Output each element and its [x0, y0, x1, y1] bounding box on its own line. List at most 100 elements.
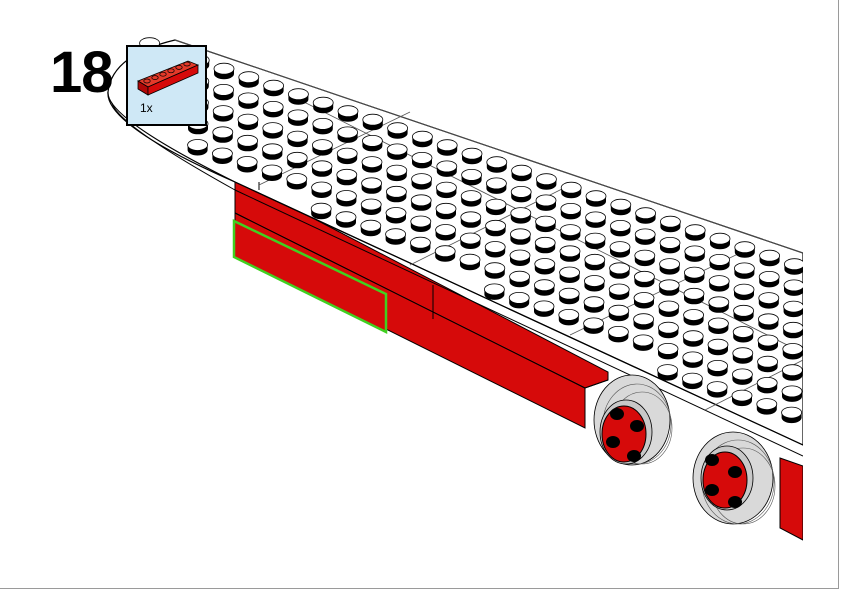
stud — [610, 219, 631, 237]
stud — [708, 317, 729, 335]
parts-list-callout: 1x — [126, 45, 207, 126]
stud — [734, 241, 756, 258]
wheel-front — [593, 374, 673, 466]
stud — [286, 151, 308, 169]
stud — [782, 343, 803, 360]
stud — [682, 372, 703, 390]
stud — [212, 126, 234, 143]
stud — [486, 156, 508, 173]
stud — [534, 258, 556, 275]
stud — [734, 262, 755, 279]
stud — [286, 173, 308, 190]
stud — [683, 287, 705, 305]
stud — [460, 190, 482, 207]
stud — [684, 245, 706, 262]
stud — [756, 376, 778, 394]
stud — [583, 296, 605, 313]
stud — [435, 181, 457, 199]
stud — [782, 321, 803, 339]
stud — [535, 194, 557, 211]
stud — [237, 92, 259, 109]
stud — [335, 211, 357, 228]
stud — [187, 139, 209, 156]
stud — [311, 160, 333, 177]
stud — [508, 291, 530, 309]
stud — [410, 215, 432, 233]
stud — [460, 211, 482, 228]
stud — [585, 190, 607, 207]
stud — [287, 130, 309, 148]
stud — [633, 292, 655, 309]
stud — [312, 118, 334, 135]
stud — [436, 139, 458, 156]
stud — [262, 101, 284, 118]
stud — [585, 211, 606, 228]
stud — [684, 266, 705, 284]
stud — [634, 270, 655, 288]
stud — [536, 173, 557, 190]
stud — [634, 228, 656, 245]
stud — [311, 139, 333, 156]
stud — [263, 79, 285, 97]
stud — [337, 126, 359, 143]
stud — [510, 228, 531, 245]
stud — [509, 270, 530, 288]
stud — [609, 262, 630, 279]
stud — [236, 156, 258, 173]
stud — [533, 300, 555, 317]
stud — [732, 347, 754, 364]
stud — [658, 300, 680, 317]
stud — [560, 181, 582, 199]
stud — [706, 381, 728, 398]
stud — [385, 228, 407, 245]
stud — [758, 270, 780, 288]
stud — [409, 236, 431, 254]
stud — [535, 215, 556, 233]
side-brick-rear — [779, 457, 803, 541]
stud — [583, 317, 604, 334]
stud — [483, 283, 505, 300]
stud — [658, 321, 679, 339]
stud — [510, 207, 532, 224]
stud — [361, 134, 383, 152]
stud — [707, 338, 729, 356]
stud — [709, 253, 730, 271]
stud — [411, 173, 433, 190]
stud — [558, 287, 580, 305]
stud — [485, 219, 507, 237]
step-number: 18 — [50, 40, 114, 105]
stud — [361, 177, 383, 194]
stud — [337, 105, 359, 122]
stud — [684, 224, 706, 241]
stud — [731, 389, 753, 407]
stud — [784, 258, 803, 275]
wheel-rear — [692, 431, 776, 525]
stud — [237, 134, 259, 152]
stud — [758, 292, 780, 309]
stud — [360, 198, 382, 216]
stud — [410, 194, 432, 211]
stud — [287, 88, 309, 105]
stud — [584, 232, 606, 250]
stud — [584, 253, 606, 271]
part-quantity: 1x — [140, 101, 153, 115]
stud — [659, 236, 681, 254]
stud — [484, 241, 506, 258]
stud — [635, 207, 656, 224]
stud — [435, 224, 457, 241]
stud — [633, 313, 654, 330]
stud — [212, 105, 234, 122]
stud — [708, 275, 730, 292]
stud — [534, 236, 556, 254]
stud — [558, 308, 580, 326]
stud — [436, 160, 458, 177]
stud — [657, 342, 679, 360]
stud — [609, 241, 631, 258]
stud — [659, 258, 680, 275]
stud — [559, 266, 580, 283]
stud — [709, 232, 731, 250]
stud — [608, 283, 630, 300]
stud — [387, 122, 409, 139]
